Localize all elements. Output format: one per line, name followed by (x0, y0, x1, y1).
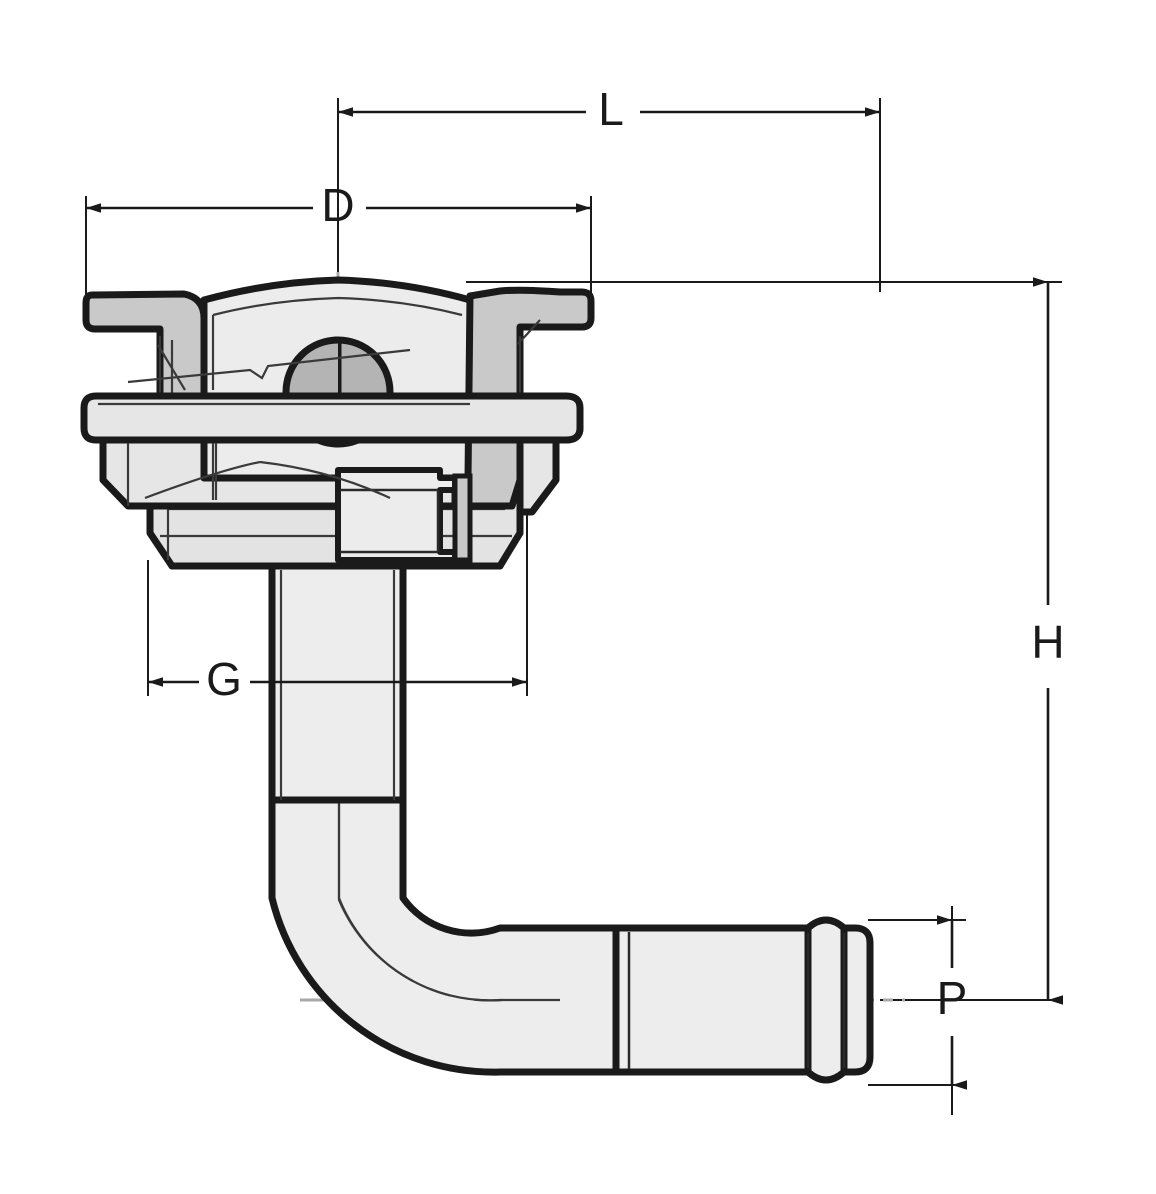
outlet-pipe-inner-lines (627, 932, 846, 1069)
dimension-H: H (1031, 277, 1065, 1005)
dimension-G: G (148, 653, 527, 705)
saddle-body-inner-lines (211, 296, 463, 390)
dimension-label-L: L (598, 83, 624, 135)
extension-lines (85, 98, 1062, 1115)
dimension-label-H: H (1031, 616, 1064, 668)
elbow-centre-arc (337, 772, 503, 1002)
dimension-D: D (86, 179, 591, 231)
dimension-P: P (937, 915, 968, 1090)
dimension-label-P: P (937, 972, 968, 1024)
dimension-label-D: D (321, 179, 354, 231)
outlet-pipe (597, 916, 874, 1084)
elbow-bend (268, 766, 620, 1076)
dimension-label-G: G (206, 653, 242, 705)
dimension-L: L (338, 83, 880, 135)
central-seal-insert (335, 467, 458, 563)
body-rib-detail (452, 473, 473, 563)
clamp-band (80, 392, 584, 444)
body-section-fine-lines (126, 443, 391, 506)
